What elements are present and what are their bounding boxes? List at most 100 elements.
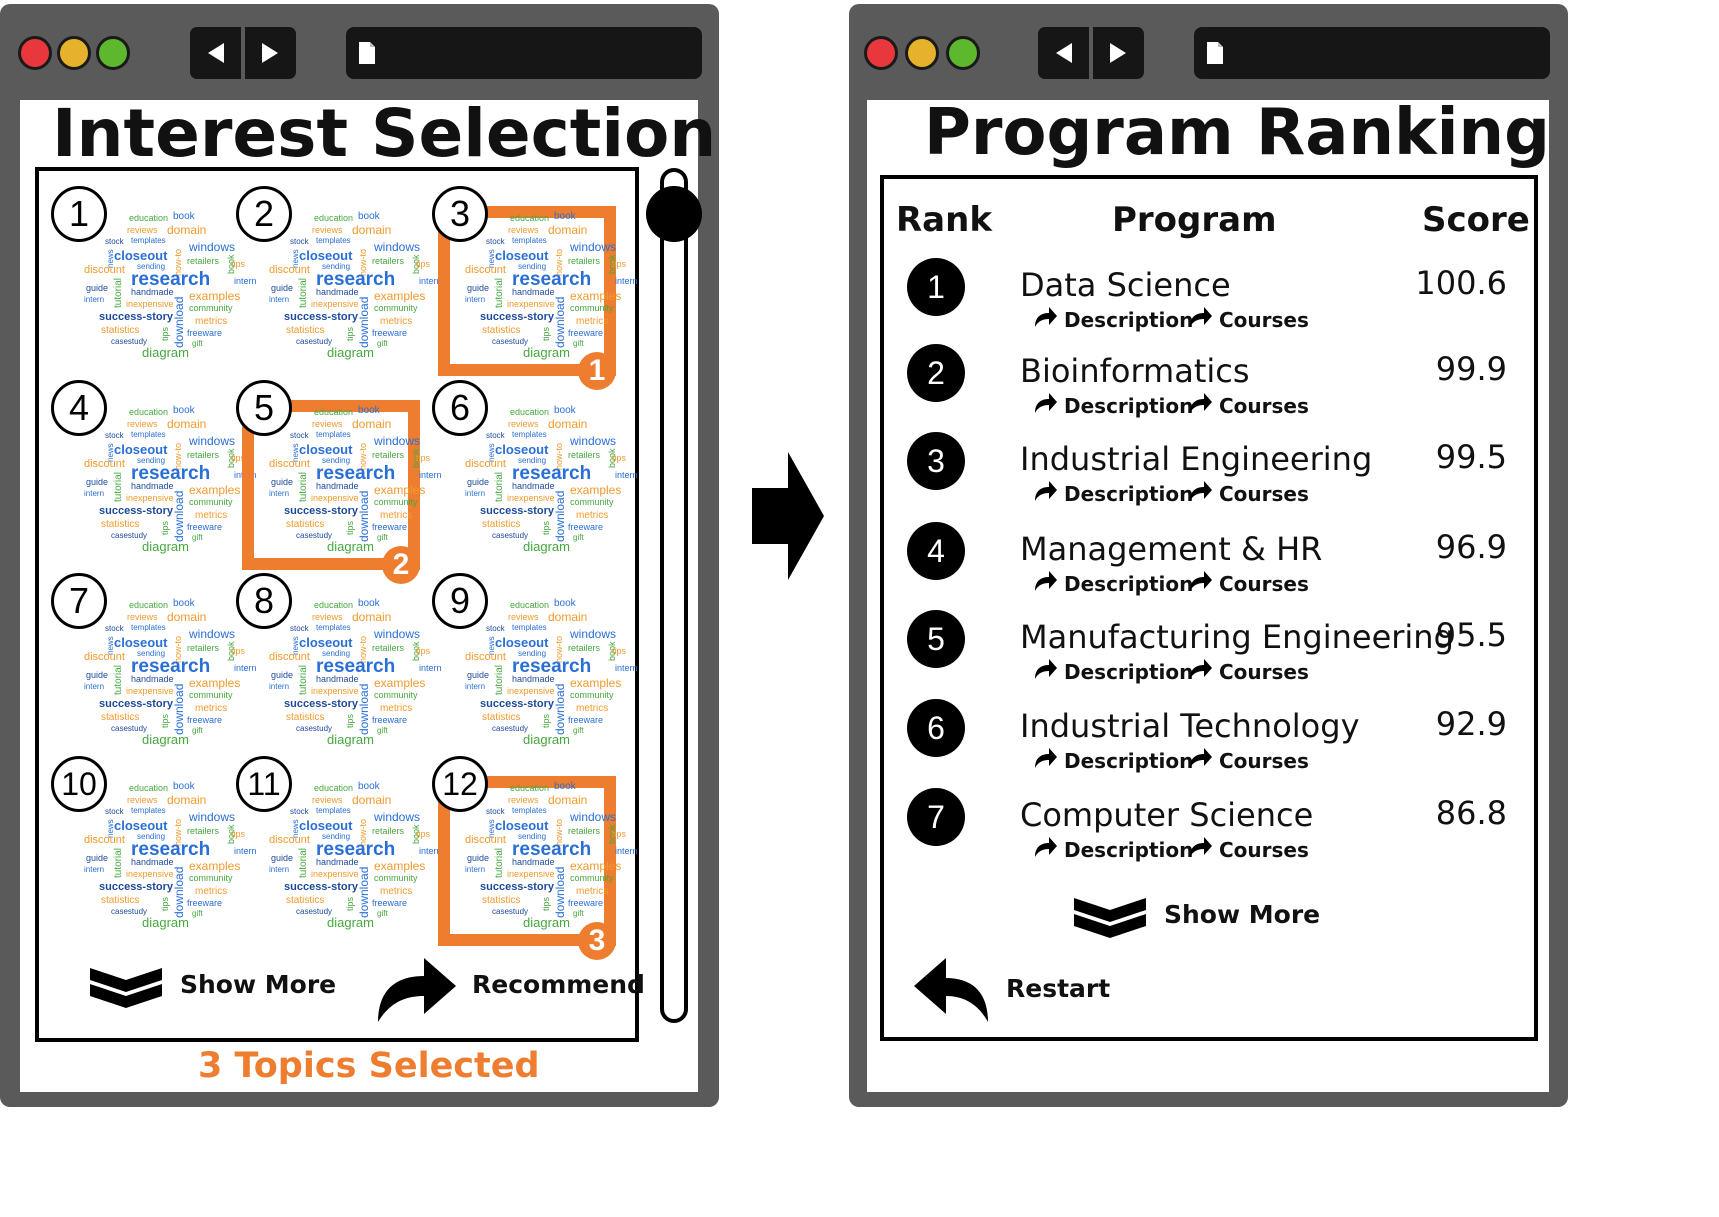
word-cloud-term: download (357, 866, 371, 918)
scrollbar-thumb[interactable] (646, 186, 702, 242)
word-cloud-term: freeware (568, 522, 604, 532)
program-description-link[interactable]: Description (1035, 837, 1193, 862)
word-cloud-term: statistics (101, 712, 140, 723)
word-cloud-term: gift (377, 726, 388, 735)
word-cloud-term: success-story (284, 505, 358, 517)
show-more-topics-button[interactable]: Show More (180, 970, 337, 999)
word-cloud-term: examples (570, 483, 622, 497)
maximize-window-button[interactable] (96, 36, 130, 70)
word-cloud-term: gift (192, 339, 203, 348)
word-cloud-term: diagram (523, 915, 570, 930)
word-cloud-term: freeware (372, 715, 408, 725)
program-description-link[interactable]: Description (1035, 748, 1193, 773)
program-courses-link[interactable]: Courses (1190, 393, 1309, 418)
close-window-button[interactable] (864, 36, 898, 70)
forward-arrow-icon[interactable] (260, 42, 280, 64)
back-curved-arrow-icon[interactable] (912, 954, 992, 1024)
word-cloud-term: download (357, 296, 371, 348)
word-cloud-term: guide (271, 477, 294, 487)
program-courses-link[interactable]: Courses (1190, 571, 1309, 596)
topic-scrollbar[interactable] (660, 168, 688, 1023)
word-cloud-term: handmade (316, 287, 359, 297)
word-cloud-term: examples (189, 859, 241, 873)
word-cloud-term: tips (345, 896, 355, 911)
word-cloud-term: tips (541, 520, 551, 535)
program-description-link[interactable]: Description (1035, 571, 1193, 596)
address-bar[interactable] (346, 27, 702, 79)
back-arrow-icon[interactable] (1054, 42, 1074, 64)
word-cloud-term: handmade (316, 674, 359, 684)
recommend-button[interactable]: Recommend (472, 970, 645, 999)
word-cloud-term: metrics (380, 510, 413, 521)
program-courses-link[interactable]: Courses (1190, 837, 1309, 862)
word-cloud-term: retailers (187, 643, 220, 653)
program-description-link[interactable]: Description (1035, 481, 1193, 506)
topic-number: 6 (432, 380, 488, 436)
word-cloud-term: discount (465, 651, 506, 663)
word-cloud-term: book (173, 211, 195, 222)
word-cloud-term: success-story (480, 881, 554, 893)
program-description-link[interactable]: Description (1035, 659, 1193, 684)
word-cloud-term: diagram (327, 539, 374, 554)
share-arrow-icon (1035, 837, 1057, 857)
word-cloud-term: stock (105, 431, 124, 440)
word-cloud-term: education (510, 783, 550, 793)
word-cloud-term: retailers (372, 450, 405, 460)
program-courses-link[interactable]: Courses (1190, 307, 1309, 332)
word-cloud-term: intern (269, 682, 290, 691)
program-score: 99.5 (1435, 438, 1507, 476)
word-cloud-term: retailers (372, 256, 405, 266)
forward-arrow-icon[interactable] (1108, 42, 1128, 64)
word-cloud-term: tips (416, 259, 431, 269)
word-cloud-term: tips (541, 713, 551, 728)
word-cloud-term: intern (84, 489, 105, 498)
program-score: 99.9 (1435, 350, 1507, 388)
maximize-window-button[interactable] (946, 36, 980, 70)
word-cloud-term: freeware (187, 328, 223, 338)
share-arrow-icon (1035, 307, 1057, 327)
close-window-button[interactable] (18, 36, 52, 70)
topic-number: 11 (236, 756, 292, 812)
program-courses-link[interactable]: Courses (1190, 748, 1309, 773)
chevrons-down-icon[interactable] (1072, 896, 1148, 940)
program-description-link[interactable]: Description (1035, 393, 1193, 418)
word-cloud-term: intern (465, 865, 486, 874)
word-cloud-term: metrics (380, 886, 413, 897)
minimize-window-button[interactable] (57, 36, 91, 70)
word-cloud-term: statistics (482, 325, 521, 336)
word-cloud-term: diagram (327, 345, 374, 360)
show-more-programs-button[interactable]: Show More (1164, 900, 1321, 929)
word-cloud-term: handmade (131, 857, 174, 867)
word-cloud-term: retailers (568, 450, 601, 460)
back-arrow-icon[interactable] (206, 42, 226, 64)
program-courses-link[interactable]: Courses (1190, 481, 1309, 506)
chevrons-down-icon[interactable] (88, 966, 164, 1010)
program-courses-link[interactable]: Courses (1190, 659, 1309, 684)
program-description-link[interactable]: Description (1035, 307, 1193, 332)
address-bar[interactable] (1194, 27, 1550, 79)
word-cloud-term: stock (486, 431, 505, 440)
page-title: Interest Selection (52, 95, 717, 172)
word-cloud-term: discount (84, 651, 125, 663)
share-arrow-icon (1190, 659, 1212, 679)
forward-curved-arrow-icon[interactable] (372, 954, 458, 1024)
word-cloud-term: community (374, 690, 418, 700)
word-cloud-term: tips (416, 453, 431, 463)
word-cloud-term: intern (234, 276, 257, 286)
minimize-window-button[interactable] (905, 36, 939, 70)
restart-button[interactable]: Restart (1006, 974, 1111, 1003)
